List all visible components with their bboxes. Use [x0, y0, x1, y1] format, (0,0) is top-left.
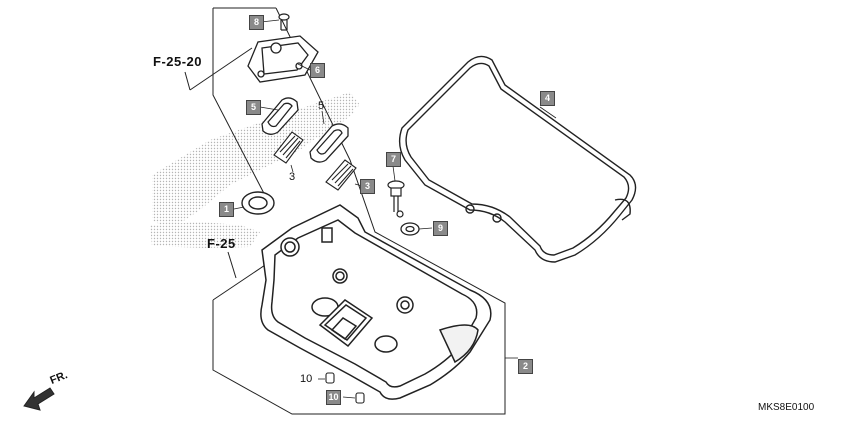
diagram-code: MKS8E0100	[758, 402, 815, 413]
part-6-breather-cover	[247, 35, 319, 83]
part-2-head-cover	[260, 204, 518, 400]
callout-5: 5	[246, 100, 261, 115]
part-3-plate-right	[290, 159, 363, 191]
part-3-plate-left	[273, 131, 304, 164]
callout-9: 9	[433, 221, 448, 236]
ref-label-f25-20: F-25-20	[153, 54, 203, 69]
ref-label-f25: F-25	[207, 236, 236, 251]
callout-3: 3	[360, 179, 375, 194]
callout-10: 10	[326, 390, 341, 405]
callout-3-text: 3	[289, 171, 296, 183]
front-direction-arrow	[23, 387, 55, 411]
engine-background-stipple	[150, 92, 360, 248]
callout-10-text: 10	[300, 373, 313, 385]
part-5-cover-left	[259, 97, 299, 135]
callout-5-text: 5	[318, 100, 325, 112]
part-4-gasket	[398, 55, 637, 263]
callout-6: 6	[310, 63, 325, 78]
callout-7: 7	[386, 152, 401, 167]
callout-4: 4	[540, 91, 555, 106]
part-10-dowel-pins	[318, 372, 365, 404]
leader-f25	[227, 251, 237, 279]
callout-1: 1	[219, 202, 234, 217]
part-5-cover-right	[309, 110, 349, 163]
assembly-boundary	[212, 7, 506, 415]
callout-2: 2	[518, 359, 533, 374]
callout-8: 8	[249, 15, 264, 30]
part-7-bolt	[387, 165, 405, 218]
part-9-washer	[400, 222, 433, 236]
part-8-bolt	[260, 13, 290, 31]
leader-f25-20	[184, 47, 253, 91]
part-1-grommet	[233, 191, 275, 215]
